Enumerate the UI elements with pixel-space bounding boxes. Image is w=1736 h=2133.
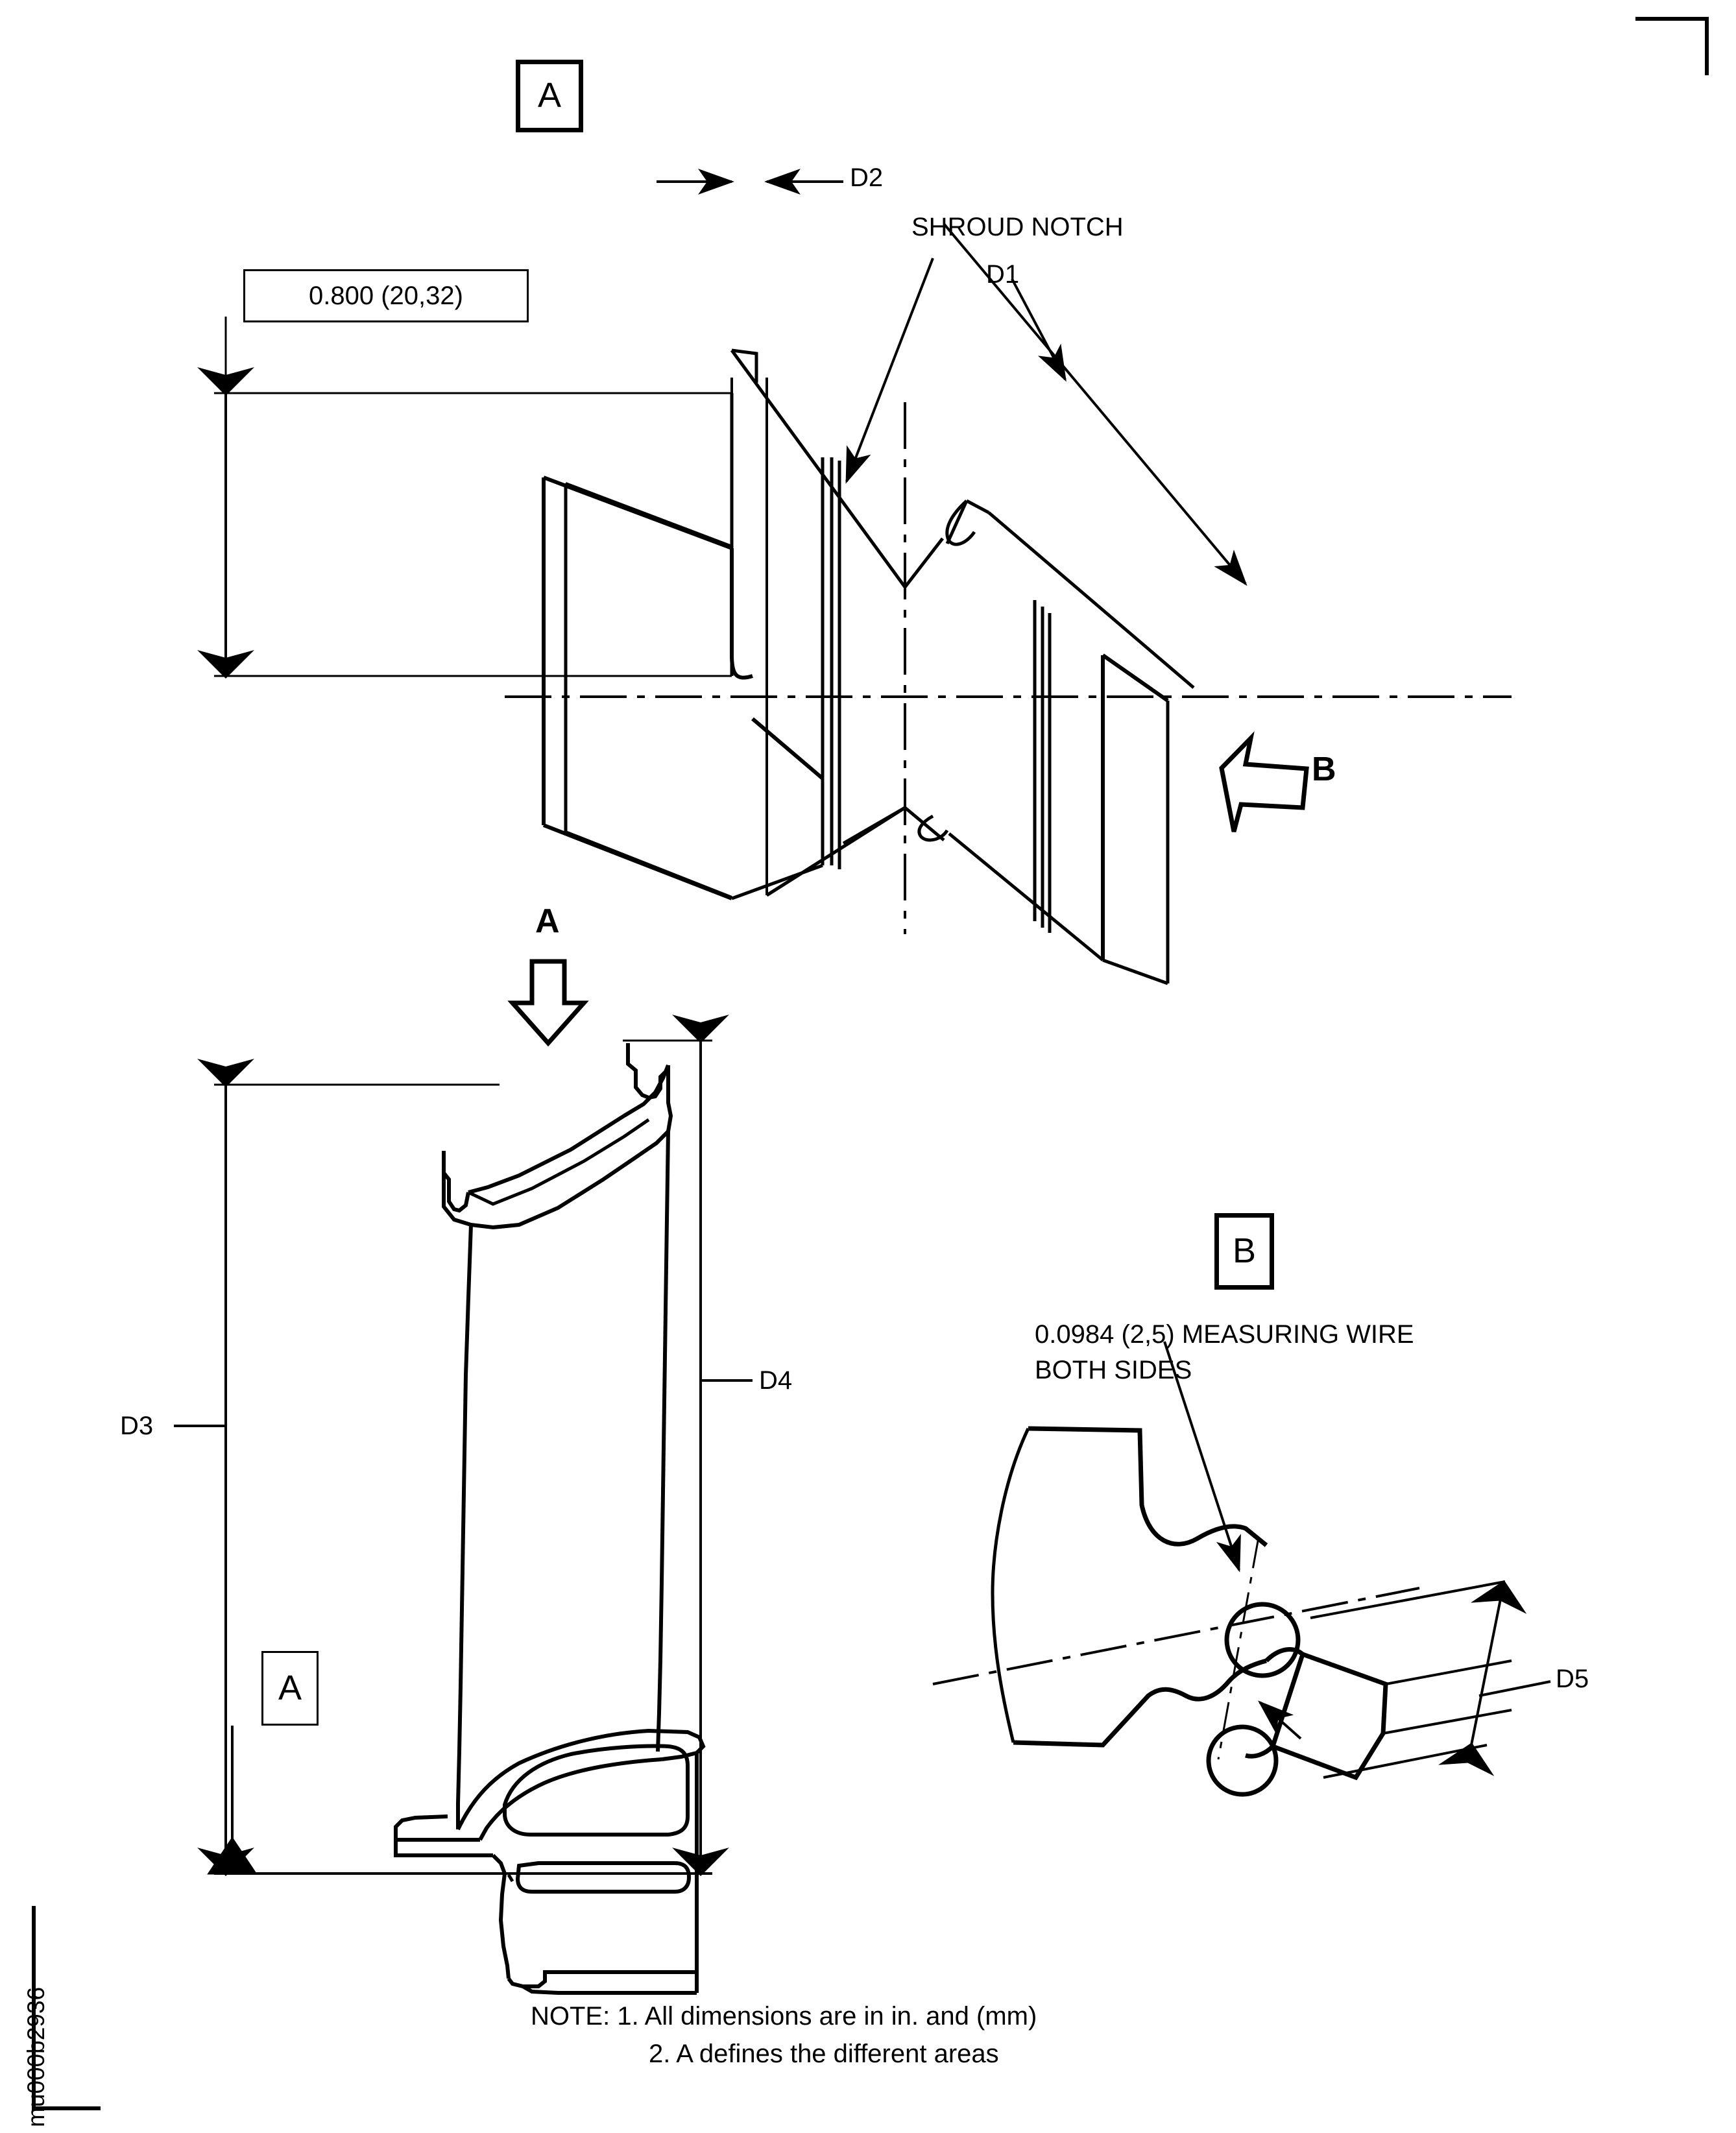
d5-extension-lower — [1323, 1744, 1488, 1779]
tip-end-plate-top — [1102, 653, 1169, 703]
dimension-label-d4: D4 — [759, 1366, 793, 1395]
root-serration-left — [507, 1874, 514, 1883]
measuring-wire-leader-top — [1163, 1341, 1241, 1573]
corner-registration-mark-bottom — [32, 1906, 101, 2110]
datum-a-triangle — [207, 1837, 258, 1875]
shroud-tip-right-face — [623, 1064, 670, 1118]
detail-b-right-guide-bottom — [1382, 1709, 1512, 1735]
detail-b-wire-centerline — [1217, 1537, 1260, 1760]
platform-left-flat-bottom — [394, 1840, 493, 1857]
view-direction-letter-b: B — [1312, 751, 1336, 788]
root-box-right-round — [730, 655, 753, 680]
dimension-label-0800: 0.800 (20,32) — [309, 281, 463, 310]
root-lower-rib-top — [515, 1861, 692, 1894]
root-lower-neck — [491, 1853, 507, 1875]
measuring-wire-circle-top — [1224, 1602, 1301, 1678]
platform-upper-surface — [456, 1728, 701, 1831]
shroud-notch-detail-edge — [965, 499, 990, 514]
detail-b-right-guide-top — [1385, 1659, 1512, 1685]
shroud-notch-leader — [845, 258, 934, 484]
tip-end-plate-bottom — [1102, 958, 1168, 985]
shroud-bottom-v-left — [766, 806, 906, 897]
mating-lug-outline — [1270, 1651, 1388, 1781]
root-box-bottom-edge — [542, 823, 733, 900]
view-direction-arrow-a — [507, 959, 589, 1047]
root-bottom-lip-lower — [522, 1984, 697, 1995]
platform-left-overhang — [394, 1814, 480, 1842]
shroud-bottom-right-tip — [666, 1065, 673, 1132]
d1-leader-line — [1011, 278, 1067, 382]
view-direction-arrow-b — [1219, 731, 1309, 832]
root-bottom-lip — [507, 1970, 697, 1988]
shroud-upper-right-top — [945, 500, 969, 545]
root-lower-left-profile — [498, 1873, 511, 1979]
corner-registration-mark — [1635, 17, 1709, 75]
root-left-curved-edge — [991, 1427, 1030, 1743]
note-line-1: NOTE: 1. All dimensions are in in. and (… — [531, 2002, 1037, 2031]
measuring-wire-circle-bottom — [1206, 1724, 1279, 1797]
d5-label-leader — [1478, 1680, 1551, 1697]
datum-a-letter: A — [278, 1668, 302, 1707]
root-box-top-edge — [542, 476, 733, 550]
shroud-left-bottom — [442, 1168, 472, 1227]
detail-a-isometric-view — [197, 169, 1512, 985]
detail-b-root-section — [932, 1341, 1551, 1797]
shroud-top-left-corner — [731, 348, 758, 383]
root-internal-pocket — [503, 1744, 690, 1837]
datum-a-box: A — [261, 1651, 319, 1726]
dimension-box-0800: 0.800 (20,32) — [243, 269, 529, 322]
shroud-left-step — [442, 1151, 470, 1213]
dimension-label-d5: D5 — [1556, 1665, 1589, 1693]
dimension-label-d2: D2 — [850, 163, 884, 192]
airfoil-trailing-edge — [656, 1131, 670, 1752]
sheet-identifier: mu000b2936 — [23, 1986, 49, 2127]
mating-lug-bottom-edge — [1245, 1744, 1275, 1759]
callout-shroud-notch: SHROUD NOTCH — [911, 213, 1124, 241]
shroud-tip-lower-skirt — [468, 1114, 625, 1194]
detail-b-centerline — [932, 1587, 1420, 1685]
airfoil-leading-edge — [456, 1224, 473, 1829]
shroud-top-edge-right — [730, 349, 907, 588]
shroud-upper-right-face — [987, 511, 1195, 689]
root-bottom-diag — [751, 717, 824, 780]
shroud-inner-rail — [467, 1118, 650, 1206]
d1-dim-line-angled — [943, 223, 1248, 586]
view-direction-letter-a: A — [535, 902, 560, 940]
d5-extension-upper — [1310, 1580, 1506, 1619]
shroud-bottom-flat — [470, 1129, 670, 1230]
note-line-2: 2. A defines the different areas — [649, 2040, 999, 2068]
platform-under-surface — [478, 1757, 662, 1841]
callout-measuring-wire-line1: 0.0984 (2,5) MEASURING WIRE — [1035, 1320, 1414, 1349]
shroud-tip-outline — [626, 1043, 670, 1100]
root-box-inner-top — [565, 482, 732, 548]
shroud-notch-v-left — [904, 537, 944, 588]
root-box-bottom-inner — [565, 830, 732, 898]
view-tag-a-letter: A — [537, 75, 562, 115]
shroud-bottom-notch-detail — [917, 814, 949, 842]
view-tag-a-box: A — [516, 60, 583, 132]
dimension-label-d1: D1 — [986, 260, 1020, 289]
view-tag-b-box: B — [1214, 1213, 1274, 1290]
callout-measuring-wire-line2: BOTH SIDES — [1035, 1356, 1192, 1384]
view-tag-b-letter: B — [1232, 1231, 1257, 1270]
root-serration-outline — [1028, 1426, 1268, 1547]
mating-lug-top-edge — [1264, 1647, 1305, 1663]
shroud-bottom-right-face — [948, 832, 1104, 961]
dimension-label-d3: D3 — [120, 1412, 154, 1440]
view-a-blade-profile — [174, 959, 753, 1995]
